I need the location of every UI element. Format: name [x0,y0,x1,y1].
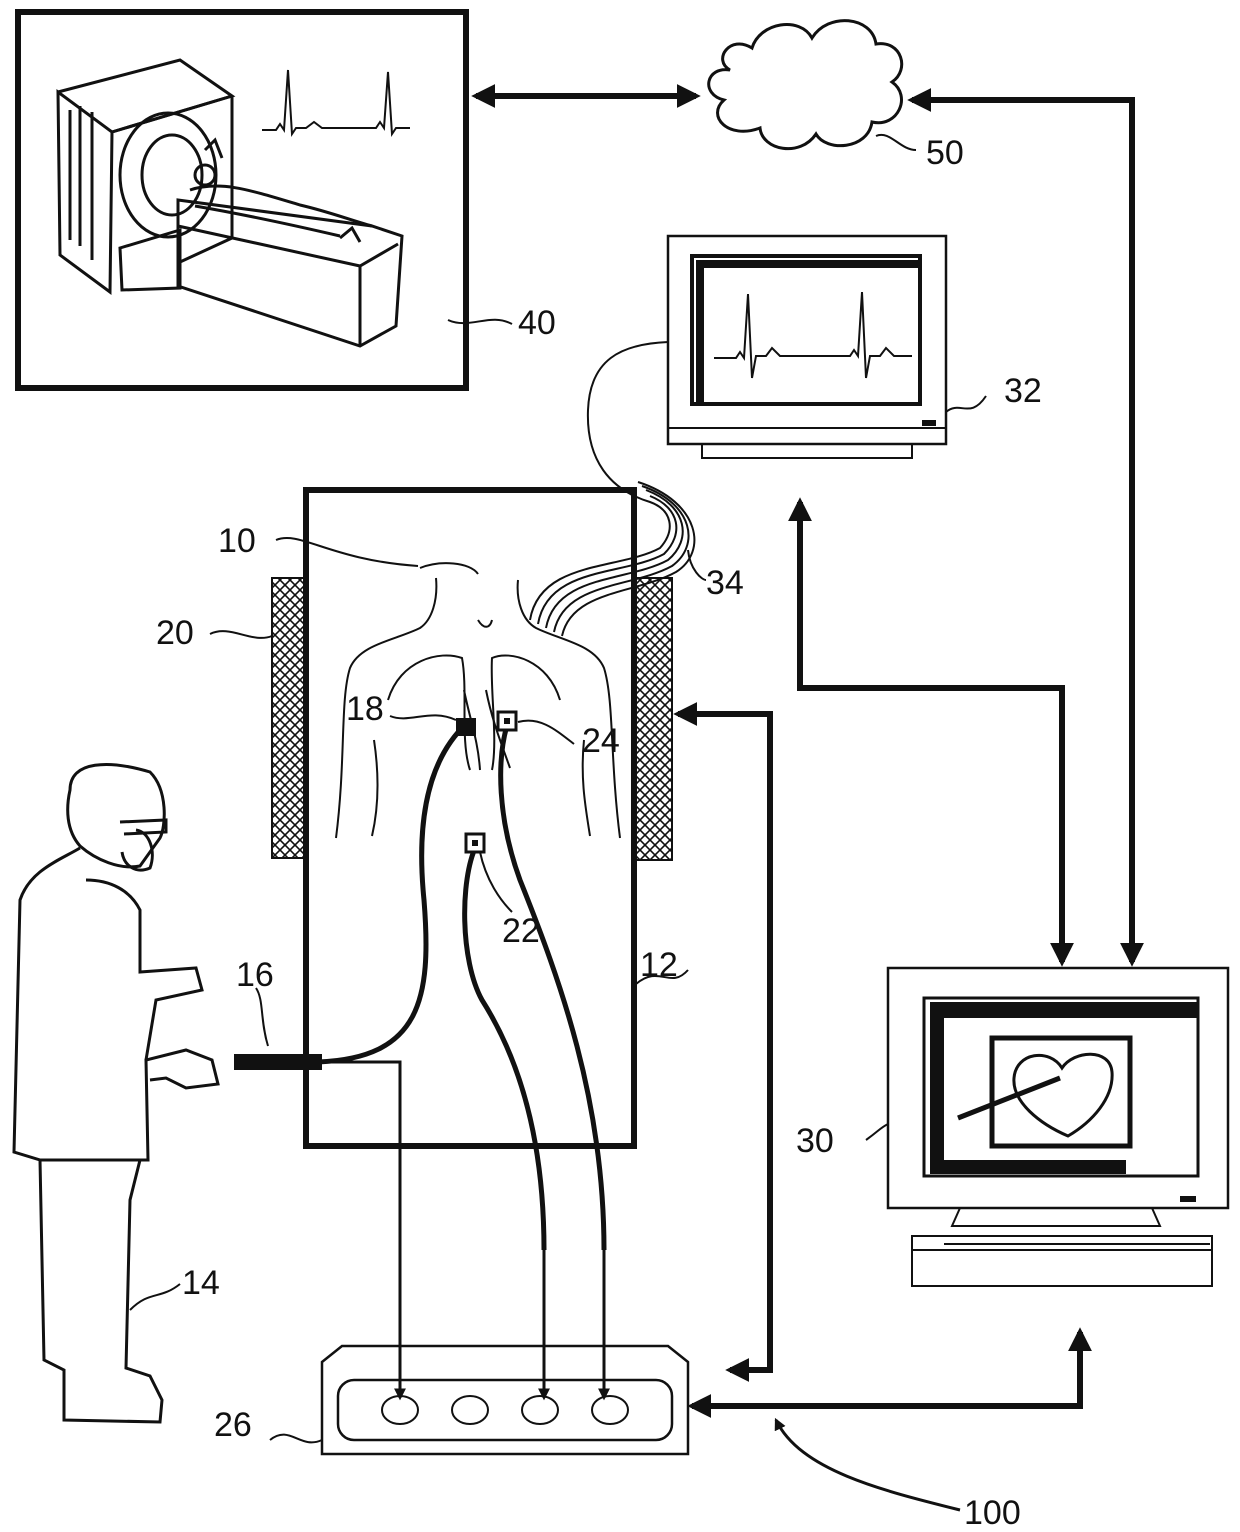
label-imaging-system: 40 [518,304,556,342]
label-magnets: 20 [156,614,194,652]
ct-ecg-trace [262,70,410,134]
label-catheter-handle: 16 [236,956,274,994]
magnet-right [634,578,672,860]
monitor-ecg-trace [714,292,912,378]
port-4 [592,1396,628,1424]
label-reference-electrode: 24 [582,722,620,760]
port-3 [522,1396,558,1424]
label-system: 100 [964,1494,1021,1532]
catheter-handle [234,1054,322,1070]
catheter-tip-electrode [456,718,476,736]
label-table: 12 [640,946,678,984]
interface-unit [322,1346,688,1454]
network-cloud [709,21,902,149]
heart-icon [1014,1054,1112,1136]
label-ecg-leads: 34 [706,564,744,602]
label-network: 50 [926,134,964,172]
label-catheter-tip: 18 [346,690,384,728]
ct-scanner-illustration [58,60,402,346]
label-interface-unit: 26 [214,1406,252,1444]
imaging-frame [18,12,466,388]
patient-table [306,490,634,1146]
magnet-left [272,578,308,858]
label-reference-patch: 22 [502,912,540,950]
label-workstation: 30 [796,1122,834,1160]
label-patient: 10 [218,522,256,560]
label-physician: 14 [182,1264,220,1302]
port-1 [382,1396,418,1424]
workstation [888,968,1228,1286]
imaging-system-panel [18,12,466,388]
port-2 [452,1396,488,1424]
ecg-monitor [668,236,946,458]
label-ecg-monitor: 32 [1004,372,1042,410]
physician-figure [14,765,218,1422]
